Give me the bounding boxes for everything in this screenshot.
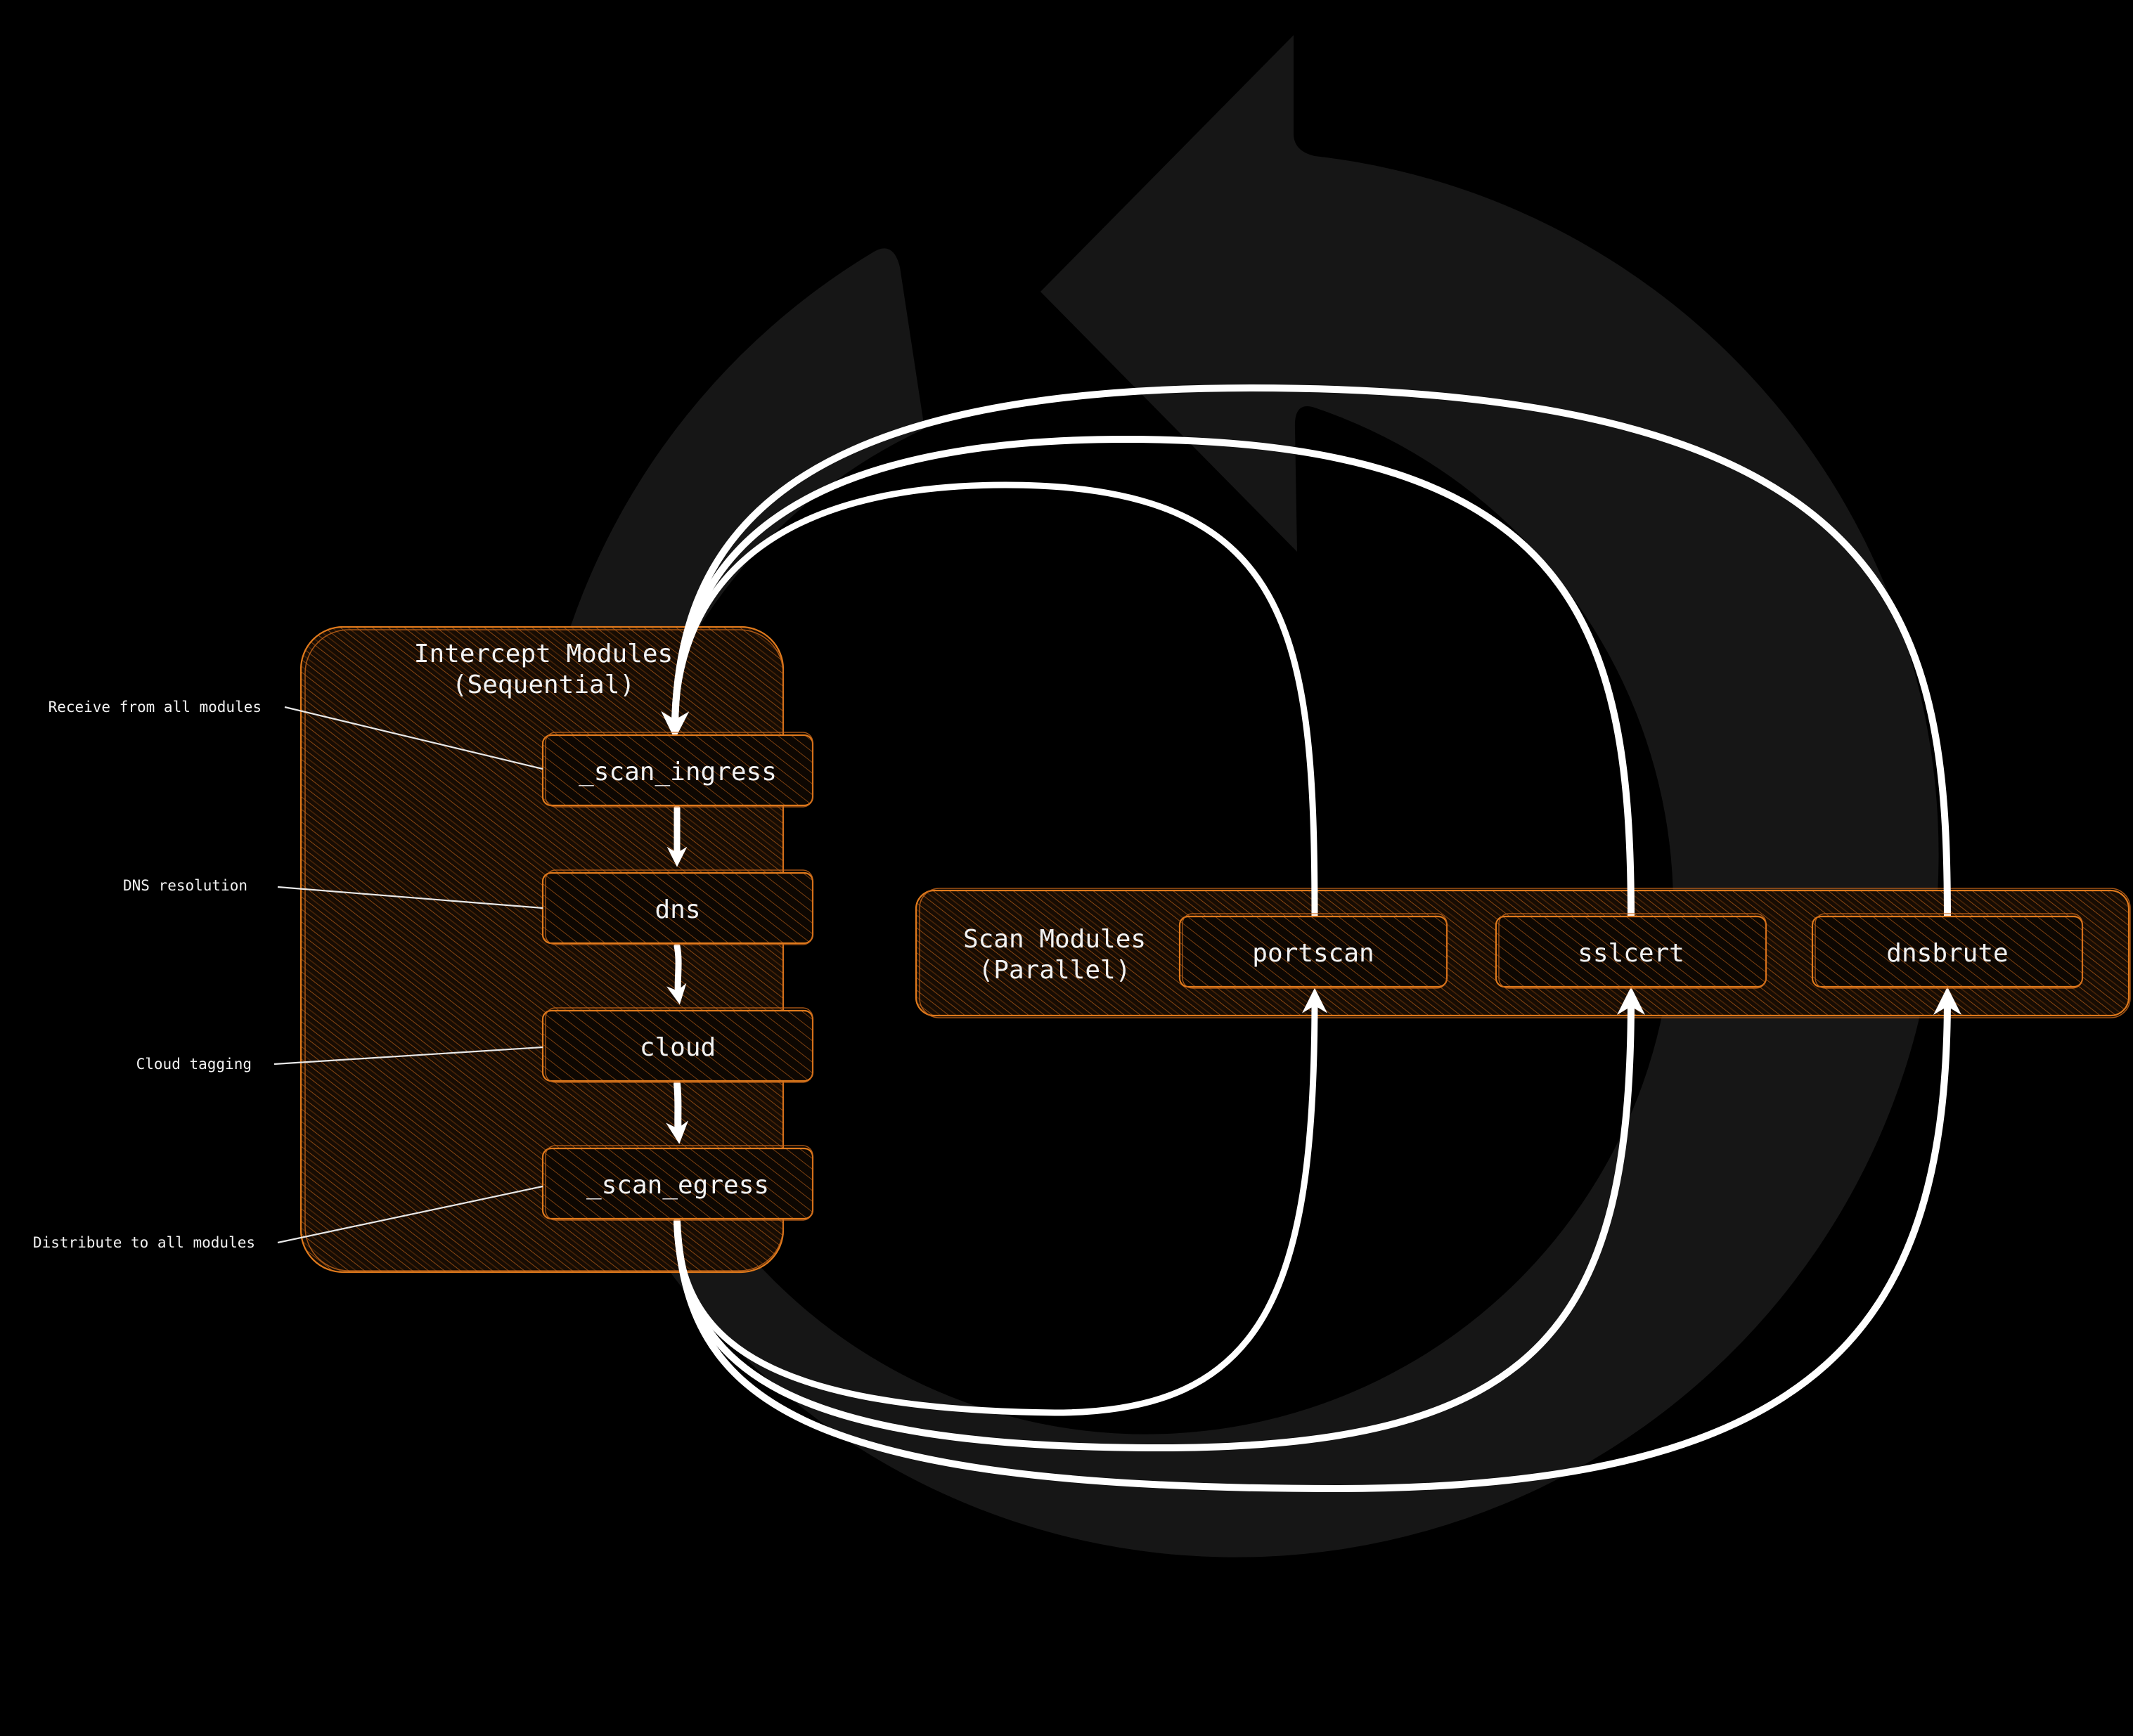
node-dns[interactable]: dns [541,869,814,945]
annotation-ingress: Receive from all modules [49,699,543,770]
arrow-egress-to-dnsbrute [674,987,1961,1492]
annotation-dns-text: DNS resolution [123,877,247,894]
node-scan-egress-label: _scan_egress [586,1171,769,1200]
node-scan-ingress[interactable]: _scan_ingress [541,732,814,808]
annotation-cloud-text: Cloud tagging [136,1056,252,1073]
annotation-egress: Distribute to all modules [33,1185,543,1251]
scan-group-title: Scan Modules [963,925,1146,954]
node-sslcert[interactable]: sslcert [1495,913,1767,989]
ingress-collection-arrows [661,384,1951,924]
node-scan-egress[interactable]: _scan_egress [541,1145,814,1221]
egress-distribution-arrows [674,987,1961,1492]
arrow-dns-to-cloud [666,943,687,1005]
arrow-dnsbrute-to-ingress [661,384,1951,924]
annotation-dns-leader [277,886,543,909]
node-portscan[interactable]: portscan [1178,913,1448,989]
intercept-group-subtitle: (Sequential) [452,671,635,699]
arrow-egress-to-portscan [674,987,1327,1416]
intercept-group-title: Intercept Modules [414,640,673,668]
scan-group-subtitle: (Parallel) [979,956,1131,985]
annotation-cloud: Cloud tagging [136,1046,543,1073]
arrow-cloud-to-egress [666,1080,689,1144]
sequential-arrows [666,805,689,1144]
node-scan-ingress-label: _scan_ingress [579,758,777,786]
node-portscan-label: portscan [1252,939,1374,968]
node-dns-label: dns [655,895,700,924]
arrow-egress-to-sslcert [674,987,1645,1451]
node-sslcert-label: sslcert [1578,939,1684,968]
arrow-sslcert-to-ingress [671,436,1635,924]
node-dnsbrute-label: dnsbrute [1886,939,2008,968]
annotation-egress-text: Distribute to all modules [33,1234,255,1251]
annotation-ingress-text: Receive from all modules [49,699,262,715]
annotation-cloud-leader [273,1046,543,1065]
node-cloud-label: cloud [640,1033,716,1062]
annotation-dns: DNS resolution [123,877,543,909]
arrow-portscan-to-ingress [671,481,1318,924]
annotation-ingress-leader [284,706,543,770]
node-dnsbrute[interactable]: dnsbrute [1811,913,2084,989]
node-cloud[interactable]: cloud [541,1007,814,1083]
annotation-egress-leader [277,1185,543,1244]
